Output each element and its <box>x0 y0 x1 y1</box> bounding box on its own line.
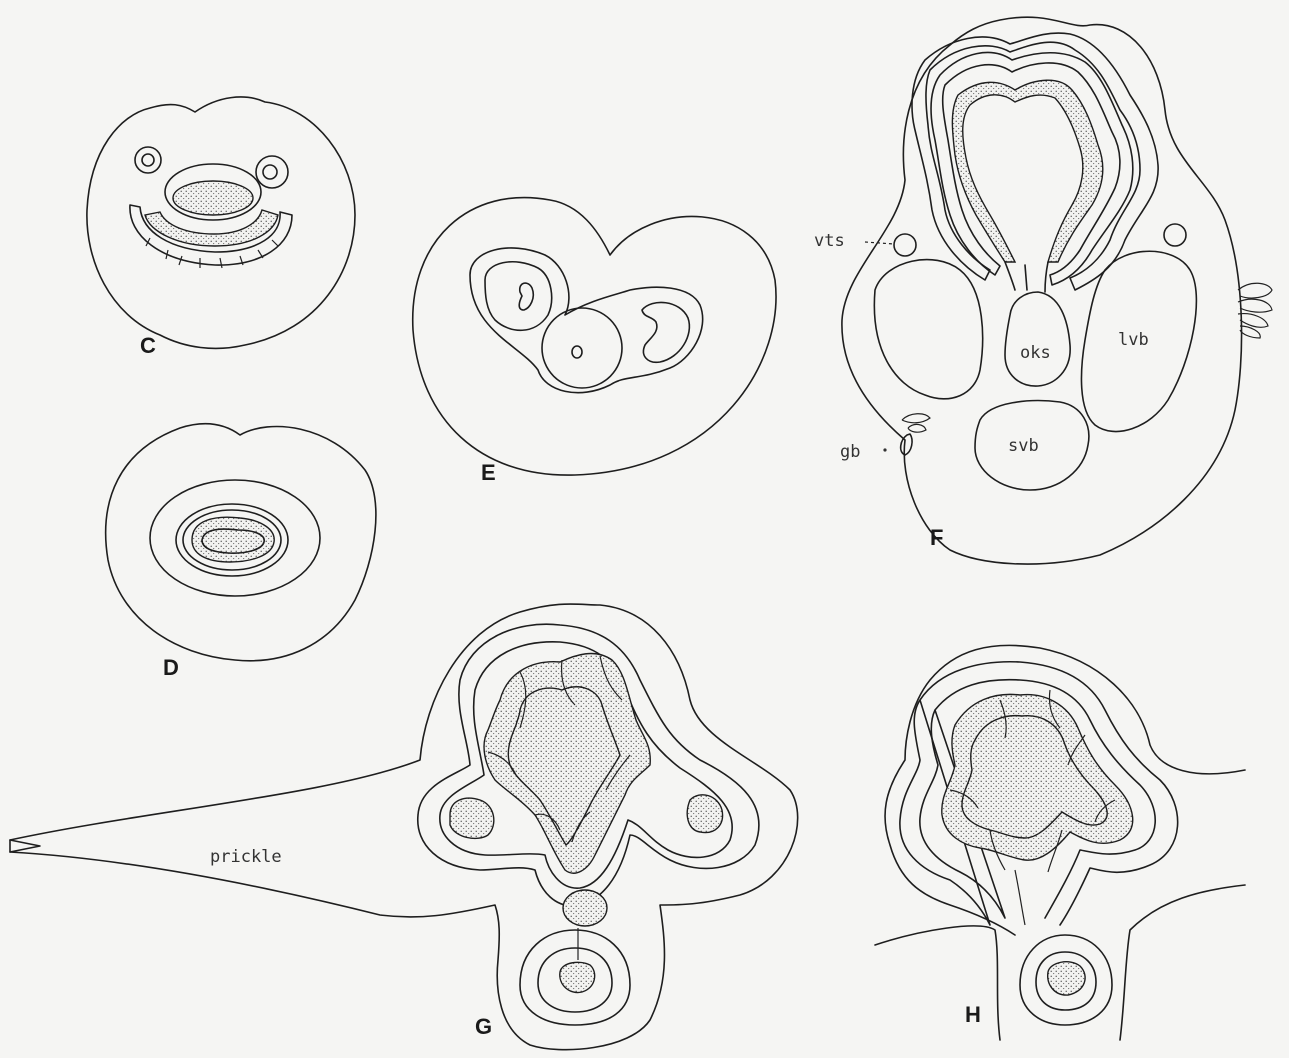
panel-label-e: E <box>481 460 496 485</box>
section-g-prickle-tip <box>10 840 40 852</box>
section-h-lining-stipple <box>942 694 1133 860</box>
section-e-central-ring <box>542 308 622 388</box>
section-e-lumen <box>572 346 582 358</box>
section-f-oks <box>1005 292 1070 386</box>
section-h-stalk-node <box>1048 962 1085 995</box>
section-f-gb-hairs <box>902 414 930 432</box>
section-e: E <box>413 198 776 485</box>
section-g-outline <box>10 604 798 1050</box>
section-c-outline <box>87 97 355 348</box>
section-h: H <box>875 645 1245 1040</box>
section-d-stipple <box>192 517 274 562</box>
section-e-left-inner <box>519 283 533 310</box>
label-oks: oks <box>1020 343 1051 363</box>
panel-label-g: G <box>475 1014 492 1039</box>
section-e-left-lobe <box>485 262 552 331</box>
section-f-gb-leader <box>883 448 886 451</box>
section-g: prickle G <box>10 604 798 1050</box>
section-d: D <box>106 424 376 680</box>
section-f-duct-lines <box>1005 262 1048 292</box>
section-g-left-node <box>450 798 494 838</box>
section-f-epithelium-stipple <box>952 80 1102 262</box>
section-f-vts-leader <box>865 242 894 244</box>
panel-label-c: C <box>140 333 156 358</box>
section-f-outline <box>842 17 1242 564</box>
section-c: C <box>87 97 355 358</box>
section-c-cavity-stipple <box>173 181 253 215</box>
label-lvb: lvb <box>1118 330 1149 350</box>
section-f-lining-outer <box>912 33 1158 290</box>
label-prickle: prickle <box>210 847 282 867</box>
panel-label-f: F <box>930 525 943 550</box>
section-f-vts <box>894 234 916 256</box>
section-f: vts gb oks lvb svb F <box>814 17 1272 564</box>
section-f-right-hairs <box>1238 283 1272 338</box>
section-c-left-bud <box>135 147 161 173</box>
panel-label-d: D <box>163 655 179 680</box>
label-vts: vts <box>814 231 845 251</box>
section-g-right-node <box>687 795 722 833</box>
section-g-stalk-node <box>560 962 595 992</box>
section-e-right-lobe <box>642 302 689 362</box>
section-g-neck-node <box>563 890 607 926</box>
section-f-right-bud <box>1164 224 1186 246</box>
section-e-outer-band <box>470 248 703 393</box>
panel-label-h: H <box>965 1002 981 1027</box>
label-svb: svb <box>1008 436 1039 456</box>
section-c-right-bud <box>256 156 288 188</box>
section-e-outline <box>413 198 776 476</box>
section-f-left-cavity <box>874 260 982 399</box>
label-gb: gb <box>840 442 860 462</box>
